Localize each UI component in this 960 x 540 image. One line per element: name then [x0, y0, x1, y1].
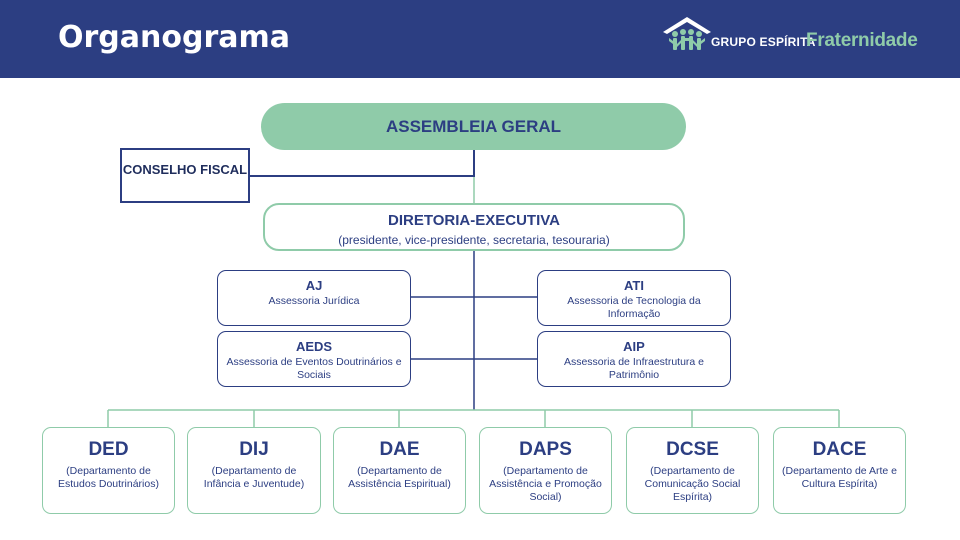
dept-name: (Departamento de Assistência e Promoção … [489, 465, 602, 503]
node-diretoria-executiva: DIRETORIA-EXECUTIVA (presidente, vice-pr… [263, 203, 685, 251]
dept-abbr: DAE [379, 439, 420, 460]
node-ded: DED (Departamento de Estudos Doutrinário… [42, 427, 175, 514]
diretoria-subtitle: (presidente, vice-presidente, secretaria… [338, 233, 610, 247]
node-conselho-fiscal: CONSELHO FISCAL [120, 148, 250, 203]
node-dace: DACE (Departamento de Arte e Cultura Esp… [773, 427, 906, 514]
logo-name: Fraternidade [806, 30, 918, 51]
dept-abbr: DED [88, 439, 129, 460]
logo-house-icon [663, 17, 711, 50]
node-daps: DAPS (Departamento de Assistência e Prom… [479, 427, 612, 514]
node-abbr: ATI [624, 278, 644, 293]
node-aip: AIP Assessoria de Infraestrutura e Patri… [537, 331, 731, 387]
node-aeds: AEDS Assessoria de Eventos Doutrinários … [217, 331, 411, 387]
dept-abbr: DACE [812, 439, 867, 460]
node-assembleia-geral: ASSEMBLEIA GERAL [261, 103, 686, 150]
node-dcse: DCSE (Departamento de Comunicação Social… [626, 427, 759, 514]
diretoria-title: DIRETORIA-EXECUTIVA [388, 212, 560, 229]
dept-abbr: DIJ [239, 439, 269, 460]
node-dij: DIJ (Departamento de Infância e Juventud… [187, 427, 321, 514]
header-bar: Organograma GRUPO ESPÍRITA Fraternidade [0, 0, 960, 78]
dept-name: (Departamento de Infância e Juventude) [203, 465, 305, 490]
dept-name: (Departamento de Arte e Cultura Espírita… [782, 465, 897, 490]
page-title: Organograma [58, 20, 291, 55]
node-abbr: AJ [305, 278, 323, 293]
node-ati: ATI Assessoria de Tecnologia da Informaç… [537, 270, 731, 326]
dept-name: (Departamento de Comunicação Social Espí… [644, 465, 741, 503]
dept-abbr: DAPS [519, 439, 572, 460]
node-abbr: AEDS [295, 339, 333, 354]
node-name: Assessoria de Tecnologia da Informação [567, 295, 701, 320]
dept-abbr: DCSE [666, 439, 719, 460]
dept-name: (Departamento de Assistência Espiritual) [348, 465, 451, 490]
node-abbr: AIP [623, 339, 645, 354]
node-name: Assessoria Jurídica [268, 295, 360, 307]
logo-prefix: GRUPO ESPÍRITA [711, 35, 816, 49]
dept-name: (Departamento de Estudos Doutrinários) [58, 465, 159, 490]
node-dae: DAE (Departamento de Assistência Espirit… [333, 427, 466, 514]
node-name: Assessoria de Infraestrutura e Patrimôni… [563, 356, 705, 381]
node-aj: AJ Assessoria Jurídica [217, 270, 411, 326]
node-name: Assessoria de Eventos Doutrinários e Soc… [226, 356, 402, 381]
